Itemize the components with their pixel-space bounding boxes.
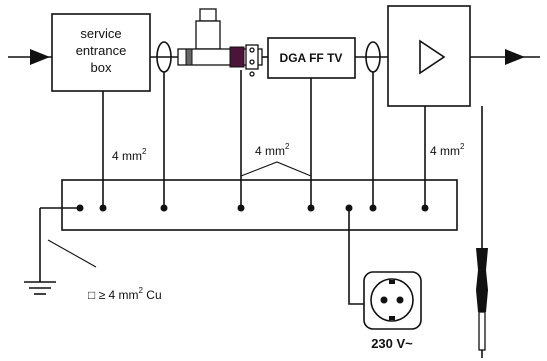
ground-symbol-icon — [24, 281, 56, 295]
screwdriver-probe-icon — [476, 106, 488, 358]
amplifier-triangle-icon — [419, 39, 446, 75]
arrow-right-icon — [505, 49, 525, 65]
bonding-wires — [39, 70, 426, 305]
outlet-voltage-label: 230 V~ — [371, 336, 413, 351]
dga-ff-tv-box: DGA FF TV — [267, 37, 356, 79]
amplifier-box — [387, 5, 471, 107]
coax-connector-icon — [177, 8, 263, 77]
service-box-line3: box — [91, 60, 112, 75]
signal-line — [8, 49, 540, 65]
service-box-line2: entrance — [76, 43, 127, 58]
terminal-dots — [76, 204, 429, 212]
arrow-right-icon — [30, 49, 50, 65]
service-box-line1: service — [80, 26, 121, 41]
wire-label-left: 4 mm2 — [112, 147, 147, 163]
service-entrance-box: service entrance box — [51, 13, 151, 92]
dga-box-label: DGA FF TV — [280, 51, 343, 65]
power-outlet-icon — [363, 271, 422, 330]
bonding-bar — [61, 179, 458, 231]
wire-label-right: 4 mm2 — [430, 142, 465, 158]
wire-label-middle: 4 mm2 — [255, 142, 290, 158]
ground-conductor-note: □ ≥ 4 mm2 Cu — [88, 286, 162, 302]
